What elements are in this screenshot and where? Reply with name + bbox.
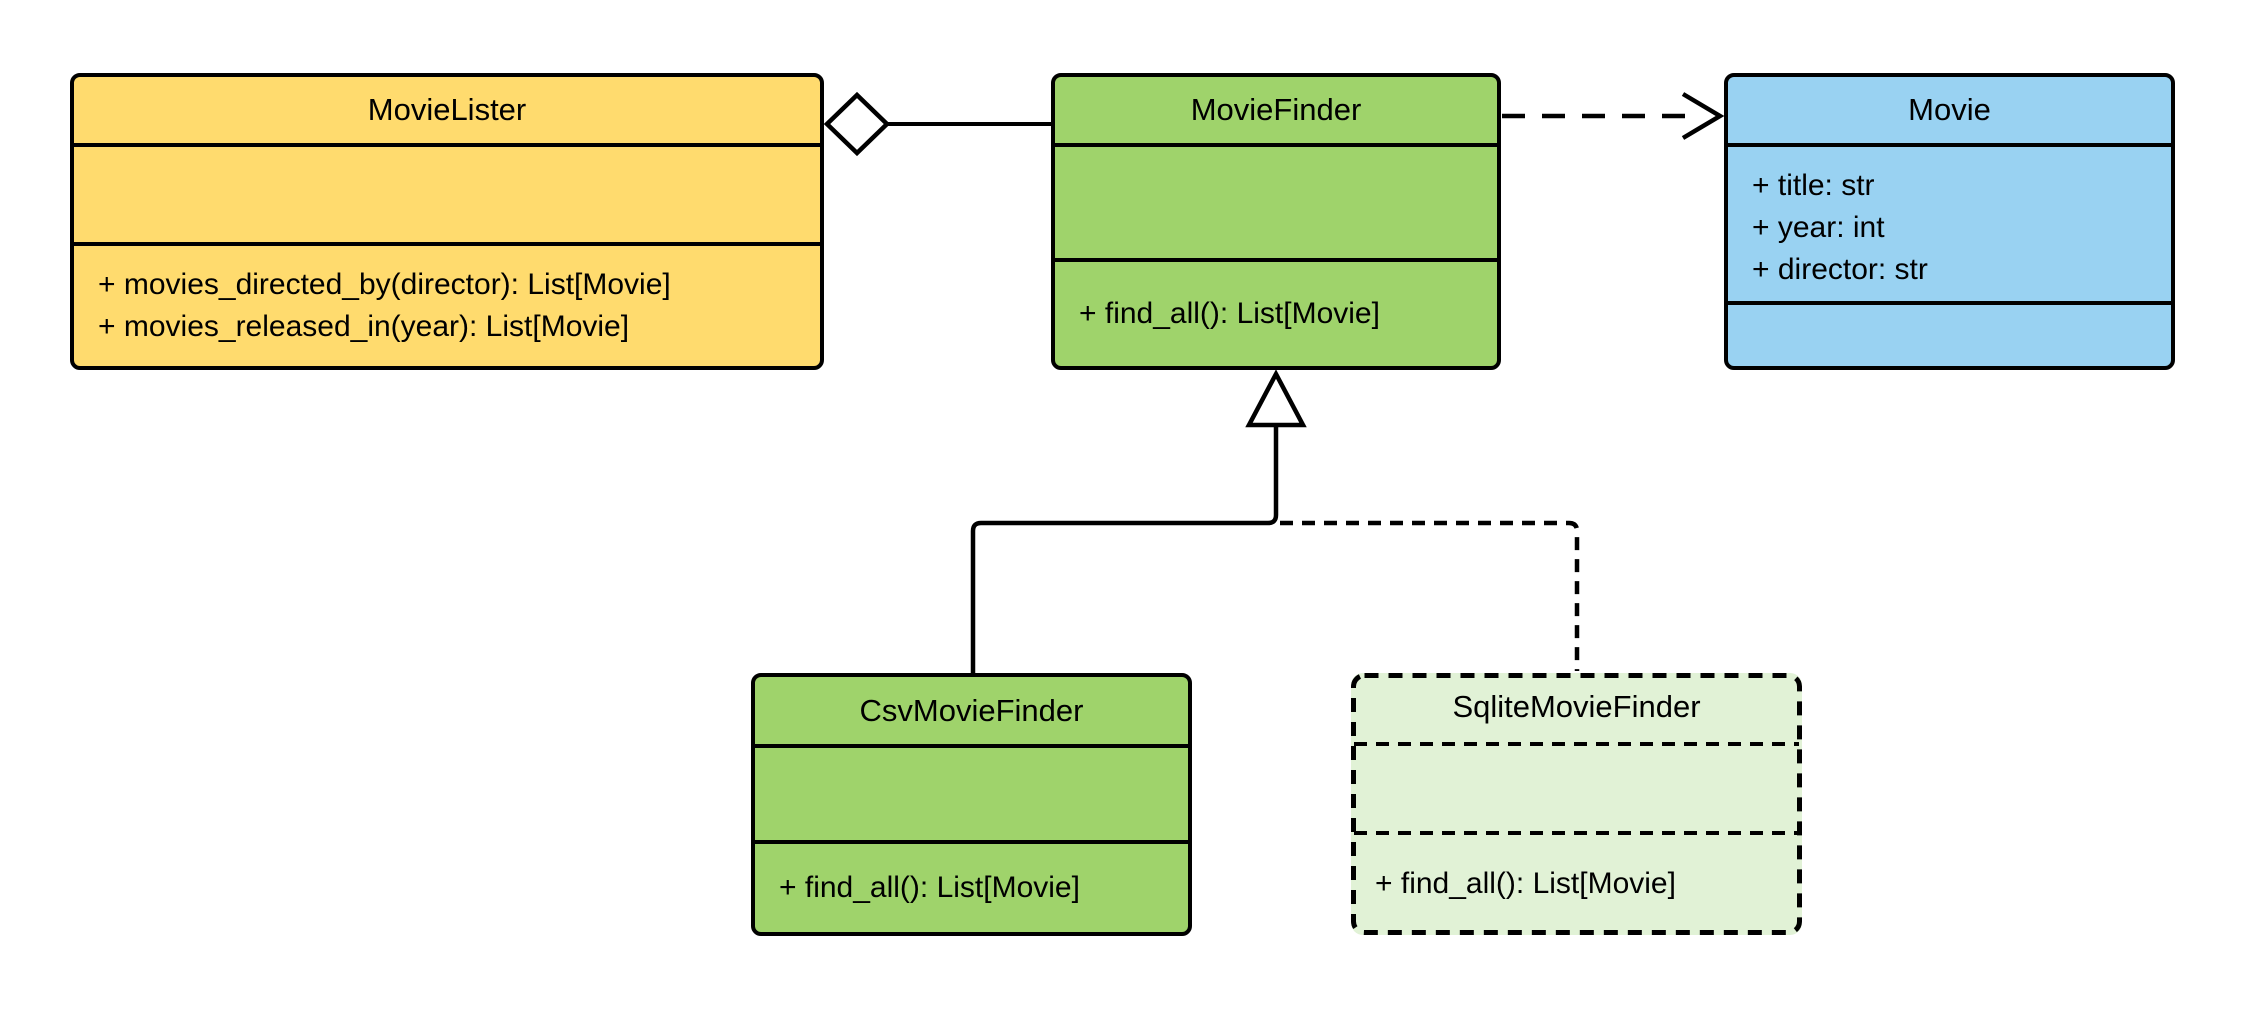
class-title-movie: Movie	[1908, 92, 1991, 127]
class-box-movielister: MovieLister + movies_directed_by(directo…	[70, 73, 824, 370]
dependency-connector	[1502, 92, 1725, 140]
hollow-diamond-marker	[823, 91, 891, 157]
class-methods-sqlitemoviefinder: + find_all(): List[Movie]	[1351, 829, 1802, 935]
attribute-title: + title: str	[1752, 169, 1875, 202]
class-methods-movielister: + movies_directed_by(director): List[Mov…	[74, 242, 820, 366]
class-methods-moviefinder: + find_all(): List[Movie]	[1055, 258, 1497, 366]
dashed-border	[1351, 673, 1802, 935]
class-methods-movie	[1728, 301, 2171, 366]
class-title-moviefinder: MovieFinder	[1190, 92, 1362, 127]
class-box-movie: Movie + title: str + year: int + directo…	[1724, 73, 2175, 370]
method-find-all: + find_all(): List[Movie]	[1375, 867, 1676, 900]
class-box-csvmoviefinder: CsvMovieFinder + find_all(): List[Movie]	[751, 673, 1192, 936]
open-arrow-marker	[1681, 92, 1725, 140]
class-title-csvmoviefinder: CsvMovieFinder	[859, 692, 1084, 728]
method-movies-released-in: + movies_released_in(year): List[Movie]	[98, 310, 630, 343]
class-attributes-movielister	[74, 143, 820, 242]
class-methods-csvmoviefinder: + find_all(): List[Movie]	[755, 840, 1188, 932]
method-find-all: + find_all(): List[Movie]	[779, 871, 1080, 904]
class-attributes-moviefinder	[1055, 143, 1497, 258]
inheritance-connector-sqlite	[1280, 520, 1580, 671]
method-movies-directed-by: + movies_directed_by(director): List[Mov…	[98, 268, 671, 301]
class-box-moviefinder: MovieFinder + find_all(): List[Movie]	[1051, 73, 1501, 370]
attribute-year: + year: int	[1752, 211, 1885, 244]
inheritance-connector-csv	[970, 369, 1307, 673]
method-find-all: + find_all(): List[Movie]	[1079, 297, 1380, 330]
class-attributes-csvmoviefinder	[755, 744, 1188, 840]
class-box-sqlitemoviefinder: SqliteMovieFinder + find_all(): List[Mov…	[1351, 673, 1802, 935]
hollow-triangle-marker	[1245, 369, 1307, 428]
attribute-director: + director: str	[1752, 253, 1928, 286]
aggregation-connector	[823, 91, 1051, 157]
class-attributes-movie: + title: str + year: int + director: str	[1728, 143, 2171, 301]
class-title-sqlitemoviefinder: SqliteMovieFinder	[1452, 688, 1701, 724]
class-title-movielister: MovieLister	[367, 92, 527, 127]
